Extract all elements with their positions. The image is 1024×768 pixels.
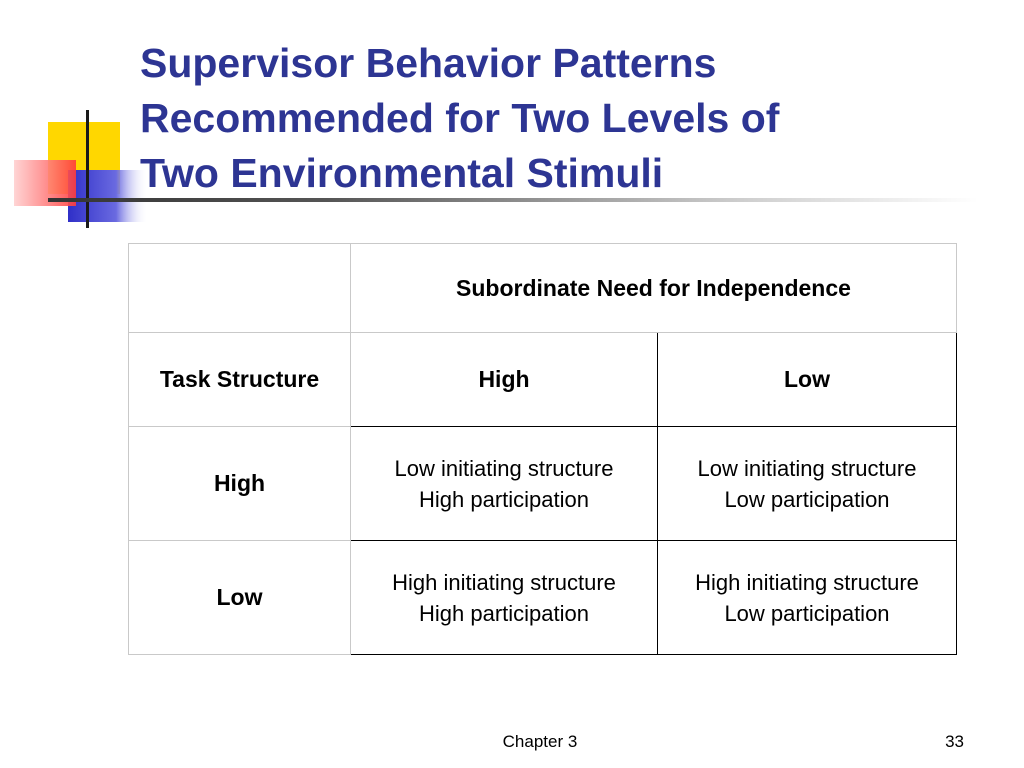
cell-line: Low participation xyxy=(724,600,890,626)
col-header-low: Low xyxy=(657,332,957,427)
corner-decoration xyxy=(14,110,148,228)
title-line: Two Environmental Stimuli xyxy=(140,150,664,196)
matrix-cell: High initiating structure Low participat… xyxy=(657,540,957,655)
matrix-cell: Low initiating structure Low participati… xyxy=(657,426,957,541)
table-row: Subordinate Need for Independence xyxy=(128,243,957,333)
behavior-matrix-table: Subordinate Need for Independence Task S… xyxy=(128,243,957,655)
page-number: 33 xyxy=(945,732,964,751)
col-header-high: High xyxy=(350,332,658,427)
cell-line: Low initiating structure xyxy=(697,455,917,481)
deco-blue-square xyxy=(68,170,148,222)
table-row: High Low initiating structure High parti… xyxy=(128,426,957,541)
title-underline xyxy=(48,198,978,202)
cell-line: High participation xyxy=(419,600,589,626)
footer-chapter: Chapter 3 xyxy=(502,732,578,751)
top-header-cell: Subordinate Need for Independence xyxy=(350,243,957,333)
table-row: Low High initiating structure High parti… xyxy=(128,540,957,655)
table-row: Task Structure High Low xyxy=(128,332,957,427)
matrix-cell: High initiating structure High participa… xyxy=(350,540,658,655)
row-label-low: Low xyxy=(128,540,351,655)
cell-line: Low initiating structure xyxy=(394,455,614,481)
cell-line: High participation xyxy=(419,486,589,512)
deco-vertical-line xyxy=(86,110,89,228)
row-label-high: High xyxy=(128,426,351,541)
row-header-label-cell: Task Structure xyxy=(128,332,351,427)
cell-line: Low participation xyxy=(724,486,890,512)
empty-corner-cell xyxy=(128,243,351,333)
slide-title: Supervisor Behavior Patterns Recommended… xyxy=(140,36,1000,201)
matrix-cell: Low initiating structure High participat… xyxy=(350,426,658,541)
title-line: Recommended for Two Levels of xyxy=(140,95,780,141)
cell-line: High initiating structure xyxy=(695,569,919,595)
title-line: Supervisor Behavior Patterns xyxy=(140,40,717,86)
cell-line: High initiating structure xyxy=(392,569,616,595)
